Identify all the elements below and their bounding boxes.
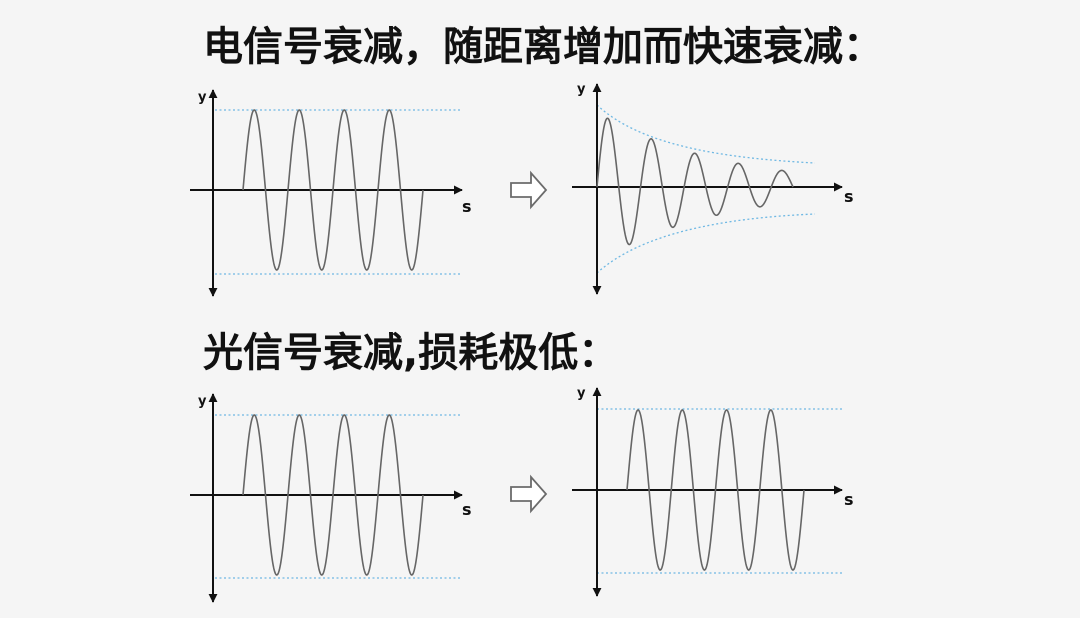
decay-envelope-bottom: [596, 213, 816, 274]
hollow-right-arrow-icon: [510, 474, 548, 514]
x-axis-label: s: [462, 197, 472, 216]
signal-wave: [242, 414, 424, 576]
x-axis-label: s: [844, 187, 854, 206]
y-axis-label: y: [198, 90, 207, 105]
panel-optical-input: y s: [190, 393, 472, 603]
signal-wave: [626, 409, 805, 571]
electrical-signal-title: 电信号衰减，随距离增加而快速衰减：: [203, 24, 883, 70]
x-axis-label: s: [462, 500, 472, 519]
panel-electrical-input: y s: [190, 89, 472, 297]
y-axis-label: y: [198, 394, 207, 409]
optical-signal-title: 光信号衰减,损耗极低：: [203, 330, 619, 376]
panel-electrical-output: y s: [572, 82, 854, 295]
x-axis-label: s: [844, 490, 854, 509]
hollow-right-arrow-icon: [510, 170, 548, 210]
signal-wave-damped: [596, 117, 794, 246]
decay-envelope-top: [596, 104, 816, 164]
y-axis-label: y: [577, 386, 586, 401]
y-axis-label: y: [577, 82, 586, 97]
signal-wave: [242, 109, 424, 271]
panel-optical-output: y s: [572, 386, 854, 597]
